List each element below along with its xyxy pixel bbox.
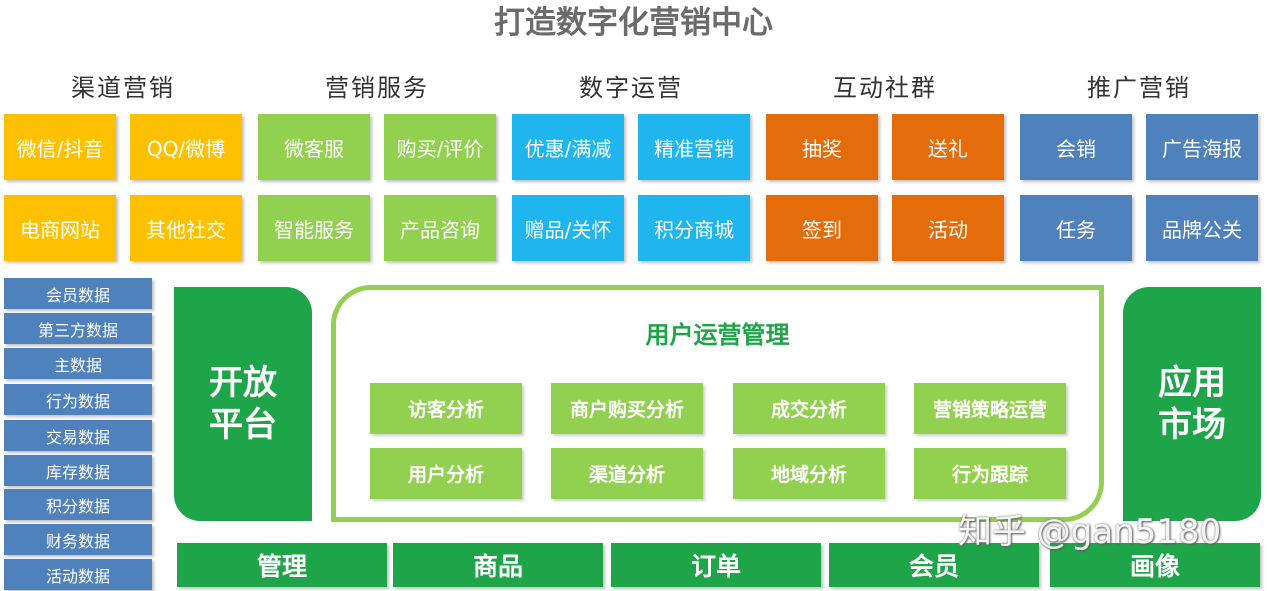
tile-qq-weibo: QQ/微博	[130, 114, 242, 180]
bottom-order: 订单	[611, 543, 821, 587]
open-platform-label: 开放平台	[209, 363, 277, 445]
data-item-inventory: 库存数据	[4, 455, 152, 486]
watermark: 知乎 @gan5180	[958, 512, 1222, 552]
tile-give-gift: 送礼	[892, 114, 1004, 180]
tile-product-consult: 产品咨询	[384, 195, 496, 261]
bottom-product: 商品	[393, 543, 603, 587]
module-channel-analysis: 渠道分析	[551, 448, 703, 499]
category-interactive-community: 互动社群	[833, 74, 937, 102]
tile-other-social: 其他社交	[130, 195, 242, 261]
module-visitor-analysis: 访客分析	[370, 383, 522, 434]
bottom-profile: 画像	[1050, 543, 1260, 587]
tile-brand-pr: 品牌公关	[1146, 195, 1258, 261]
module-deal-analysis: 成交分析	[733, 383, 885, 434]
tile-smart-service: 智能服务	[258, 195, 370, 261]
module-user-analysis: 用户分析	[370, 448, 522, 499]
tile-check-in: 签到	[766, 195, 878, 261]
data-item-transaction: 交易数据	[4, 420, 152, 451]
category-promotion-marketing: 推广营销	[1087, 74, 1191, 102]
data-item-master: 主数据	[4, 348, 152, 379]
data-item-finance: 财务数据	[4, 524, 152, 555]
tile-points-mall: 积分商城	[638, 195, 750, 261]
tile-ad-poster: 广告海报	[1146, 114, 1258, 180]
data-item-behavior: 行为数据	[4, 384, 152, 415]
category-channel-marketing: 渠道营销	[71, 74, 175, 102]
data-item-points: 积分数据	[4, 489, 152, 520]
tile-discount: 优惠/满减	[512, 114, 624, 180]
open-platform-block: 开放平台	[174, 287, 312, 521]
app-market-block: 应用市场	[1123, 287, 1261, 521]
bottom-management: 管理	[177, 543, 387, 587]
bottom-member: 会员	[829, 543, 1039, 587]
module-region-analysis: 地域分析	[733, 448, 885, 499]
page-title: 打造数字化营销中心	[494, 5, 773, 41]
user-ops-title: 用户运营管理	[645, 321, 790, 349]
tile-lottery: 抽奖	[766, 114, 878, 180]
module-marketing-strategy: 营销策略运营	[914, 383, 1066, 434]
data-item-third-party: 第三方数据	[4, 313, 152, 344]
tile-precision-marketing: 精准营销	[638, 114, 750, 180]
category-digital-operations: 数字运营	[579, 74, 683, 102]
module-merchant-purchase-analysis: 商户购买分析	[551, 383, 703, 434]
data-item-activity: 活动数据	[4, 559, 152, 590]
tile-task: 任务	[1020, 195, 1132, 261]
tile-wechat-douyin: 微信/抖音	[4, 114, 116, 180]
category-marketing-service: 营销服务	[325, 74, 429, 102]
tile-conference-sales: 会销	[1020, 114, 1132, 180]
data-item-member: 会员数据	[4, 278, 152, 309]
app-market-label: 应用市场	[1158, 363, 1226, 445]
tile-ecommerce-site: 电商网站	[4, 195, 116, 261]
tile-purchase-review: 购买/评价	[384, 114, 496, 180]
tile-activity: 活动	[892, 195, 1004, 261]
tile-micro-service: 微客服	[258, 114, 370, 180]
module-behavior-tracking: 行为跟踪	[914, 448, 1066, 499]
tile-gift-care: 赠品/关怀	[512, 195, 624, 261]
